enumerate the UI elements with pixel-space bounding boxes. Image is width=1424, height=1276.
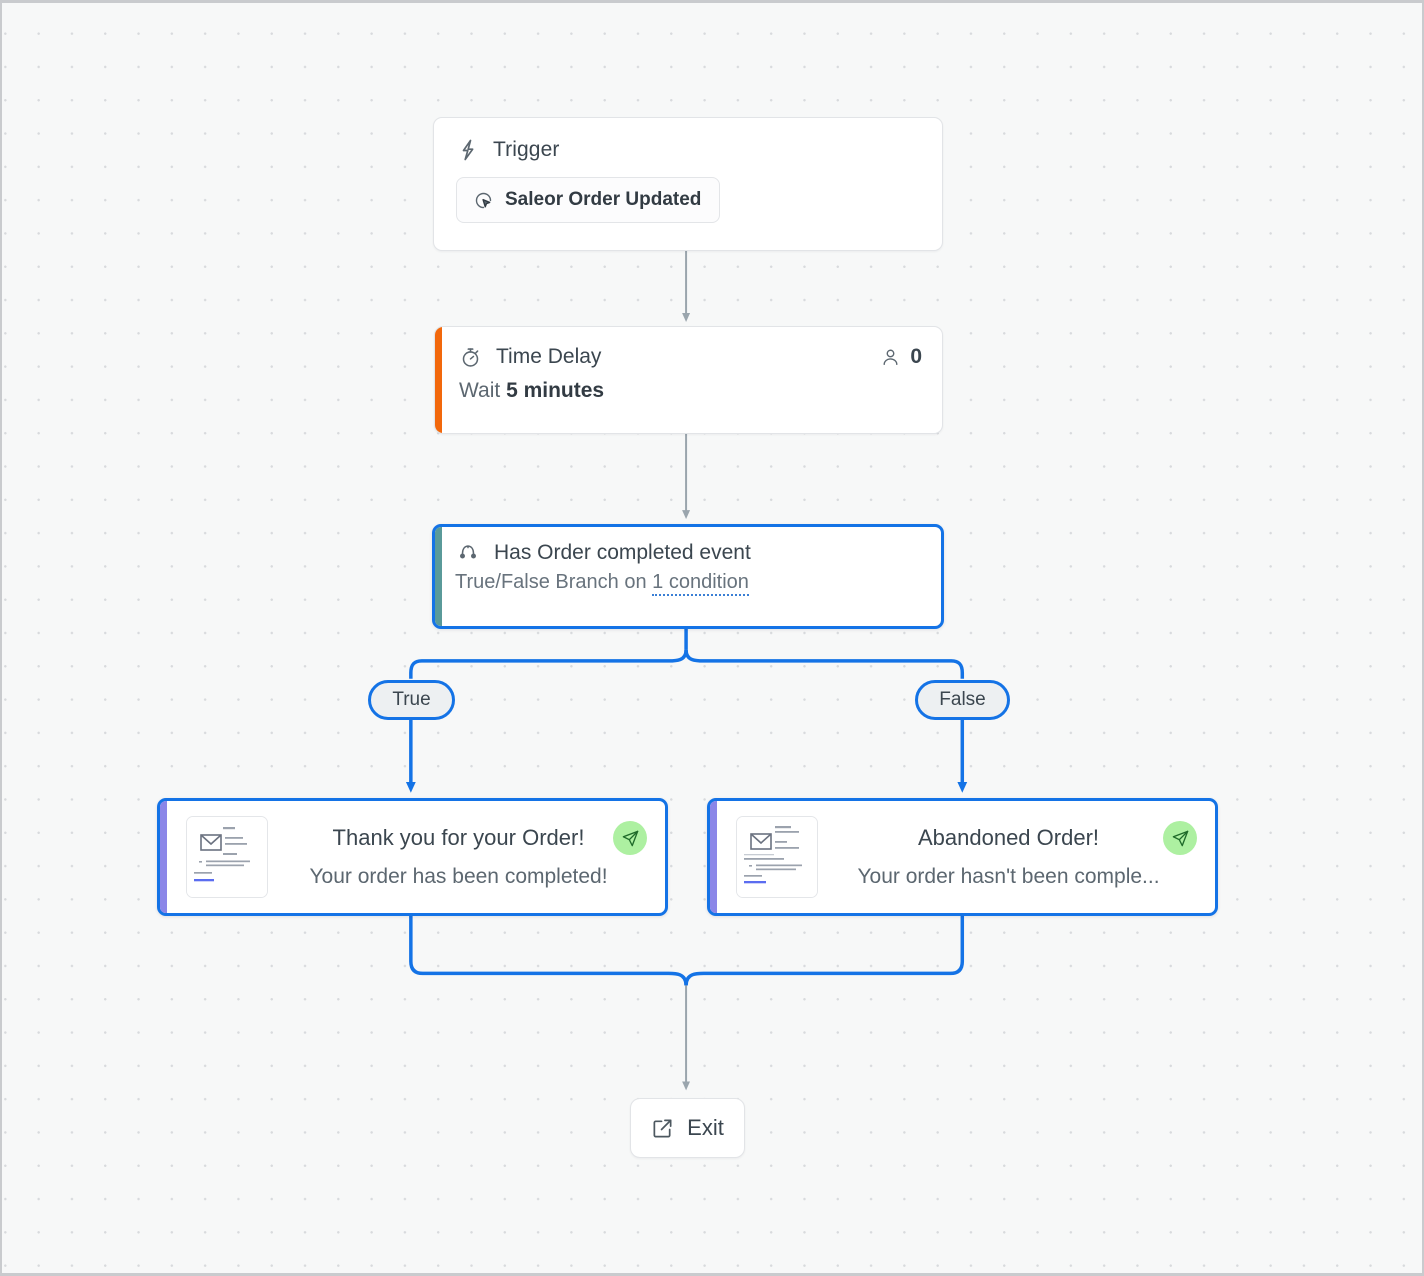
email-false-accent-bar [710,801,717,913]
lightning-bolt-icon [456,138,480,162]
branch-label-true[interactable]: True [368,680,455,720]
email-node-abandoned-order[interactable]: Abandoned Order! Your order hasn't been … [707,798,1218,916]
branch-header: Has Order completed event [435,527,941,565]
branch-node[interactable]: Has Order completed event True/False Bra… [432,524,944,629]
branch-label-false[interactable]: False [915,680,1010,720]
person-icon [880,347,901,368]
trigger-event-label: Saleor Order Updated [505,189,702,210]
split-branch-icon [457,542,479,564]
email-preview-thumbnail [186,816,268,898]
time-delay-people-count: 0 [880,345,922,369]
exit-label: Exit [687,1115,724,1140]
trigger-node[interactable]: Trigger Saleor Order Updated [433,117,943,251]
branch-title: Has Order completed event [494,541,751,564]
edge-email-false-to-merge [684,911,965,986]
branch-subtitle-prefix: True/False Branch on [455,571,647,593]
branch-label-true-text: True [392,689,431,710]
exit-node[interactable]: Exit [630,1098,745,1158]
time-delay-wait-value: 5 minutes [506,379,605,402]
email-true-accent-bar [160,801,167,913]
send-paper-plane-icon[interactable] [1163,821,1197,855]
time-delay-count-value: 0 [910,345,922,368]
branch-subtitle: True/False Branch on 1 condition [435,565,941,596]
branch-condition-link[interactable]: 1 condition [652,571,749,596]
send-paper-plane-icon[interactable] [613,821,647,855]
edge-branch-to-true [409,649,688,679]
time-delay-node[interactable]: Time Delay 0 Wait 5 minutes [434,326,943,434]
time-delay-title: Time Delay [496,345,602,368]
email-true-title: Thank you for your Order! [332,825,585,850]
email-false-title: Abandoned Order! [917,825,1100,850]
cursor-click-icon [473,190,494,211]
time-delay-header: Time Delay 0 [435,327,942,369]
email-false-subtitle: Your order hasn't been comple... [857,865,1160,888]
email-preview-thumbnail [736,816,818,898]
trigger-event-button[interactable]: Saleor Order Updated [456,177,721,223]
branch-label-false-text: False [939,689,986,710]
time-delay-accent-bar [435,327,442,433]
email-node-thank-you[interactable]: Thank you for your Order! Your order has… [157,798,668,916]
edge-email-true-to-merge [409,911,688,986]
trigger-title: Trigger [493,138,560,161]
email-true-subtitle: Your order has been completed! [309,865,608,888]
branch-accent-bar [435,527,442,626]
time-delay-wait-prefix: Wait [459,379,501,402]
trigger-header: Trigger [434,118,942,162]
time-delay-wait-row: Wait 5 minutes [435,369,942,403]
external-link-icon [651,1117,674,1140]
stopwatch-icon [459,346,482,369]
edge-branch-to-false [684,649,965,679]
